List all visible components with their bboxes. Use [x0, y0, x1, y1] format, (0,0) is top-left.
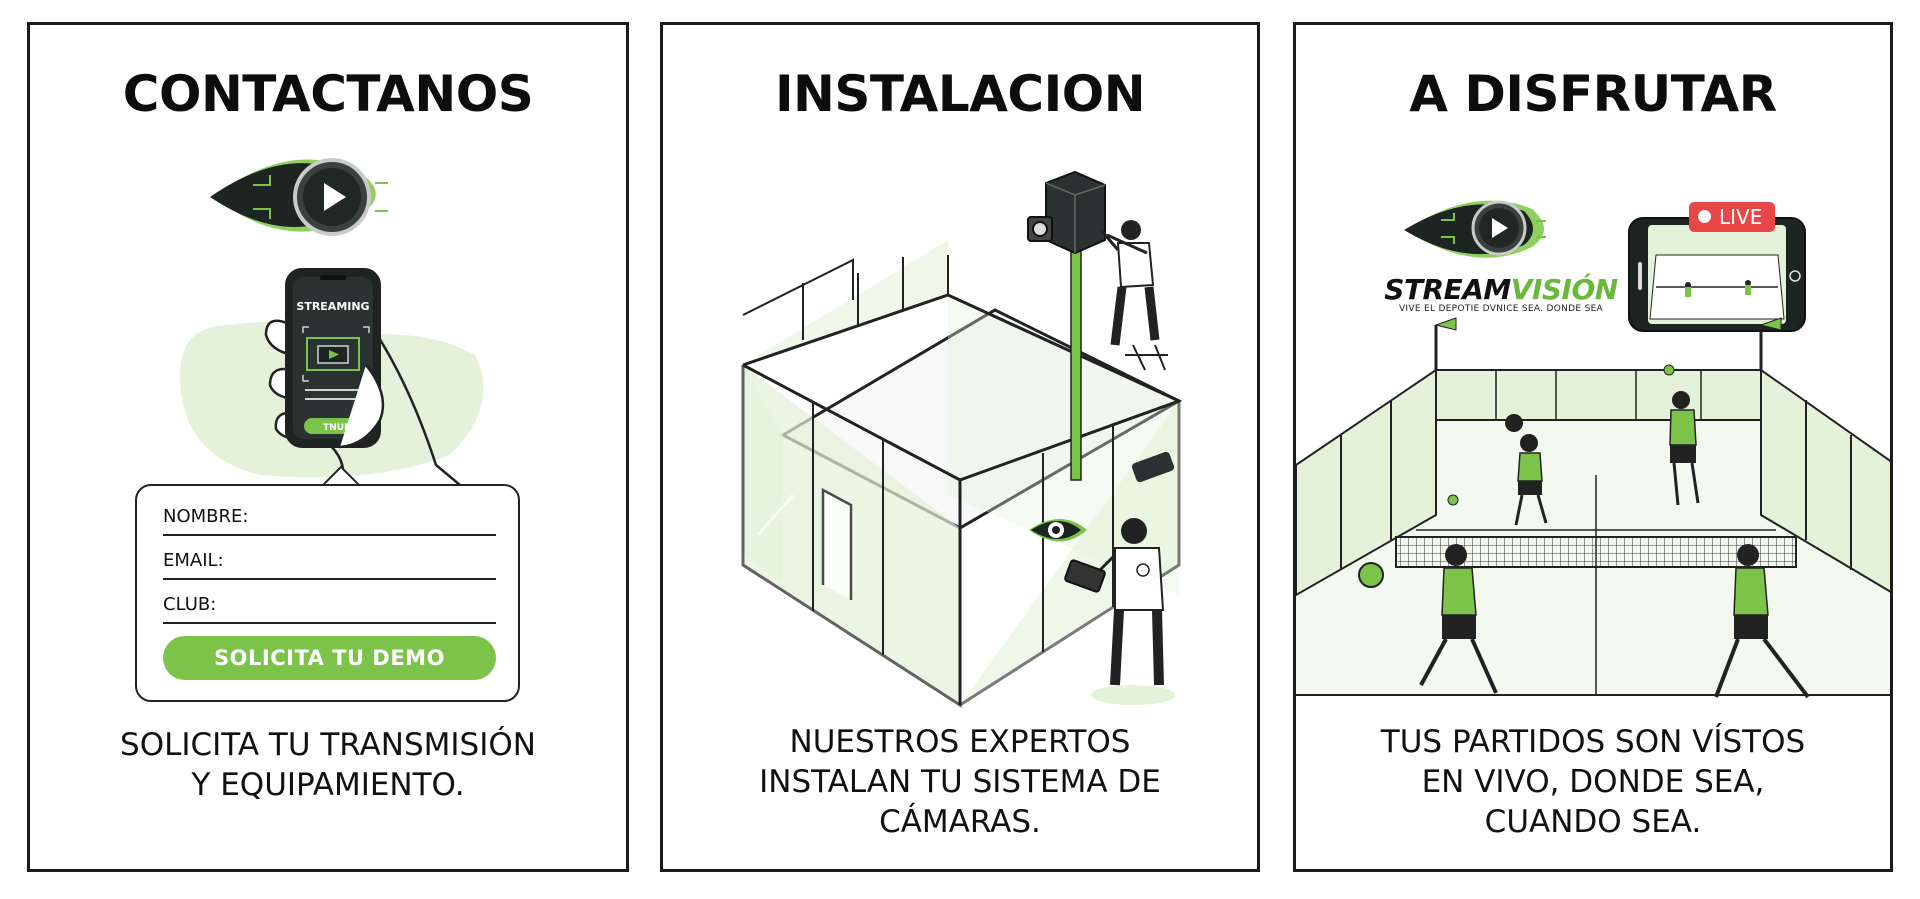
panel-title-contact: CONTACTANOS: [122, 65, 534, 123]
technician-tablet-icon: [1064, 518, 1175, 705]
caption-line: INSTALAN TU SISTEMA DE: [759, 764, 1161, 800]
caption-line: CÁMARAS.: [879, 804, 1041, 840]
eye-play-logo-icon: [210, 158, 388, 236]
contact-illustration: STREAMING TNUB: [180, 158, 484, 491]
panel-caption-contact: SOLICITA TU TRANSMISIÓN Y EQUIPAMIENTO.: [30, 725, 626, 805]
eye-play-logo-icon: [1404, 200, 1546, 258]
email-field[interactable]: [253, 546, 492, 572]
nombre-label: NOMBRE:: [163, 506, 249, 527]
brand-name: STREAMVISIÓN: [1376, 273, 1626, 306]
live-dot-icon: [1698, 210, 1711, 223]
brand-name-part1: STREAM: [1384, 273, 1511, 306]
panel-title-installation: INSTALACION: [774, 65, 1146, 123]
padel-court-icon: [741, 240, 1183, 708]
live-badge: LIVE: [1689, 202, 1775, 232]
tablet-icon: [1064, 559, 1106, 593]
installation-illustration: [741, 170, 1183, 708]
live-label: LIVE: [1719, 205, 1763, 229]
panel-title-enjoy: A DISFRUTAR: [1409, 65, 1777, 123]
padel-players-icon: [1296, 317, 1890, 699]
panel-installation: INSTALACION: [660, 22, 1260, 872]
caption-line: Y EQUIPAMIENTO.: [191, 767, 465, 803]
panel-contact: CONTACTANOS: [27, 22, 629, 872]
live-stream-phone-icon: [1628, 217, 1806, 332]
eye-play-logo-icon: [1029, 519, 1087, 542]
club-label: CLUB:: [163, 594, 217, 615]
email-label: EMAIL:: [163, 550, 224, 571]
phone-screen-label: STREAMING: [296, 300, 369, 313]
caption-line: EN VIVO, DONDE SEA,: [1421, 764, 1765, 800]
panel-caption-enjoy: TUS PARTIDOS SON VÍSTOS EN VIVO, DONDE S…: [1296, 722, 1890, 842]
brand-tagline: VIVE EL DEPOTIE DVNICE SEA. DONDE SEA: [1398, 304, 1604, 314]
panel-caption-installation: NUESTROS EXPERTOS INSTALAN TU SISTEMA DE…: [663, 722, 1257, 842]
stream-vision-brand: STREAMVISIÓN VIVE EL DEPOTIE DVNICE SEA.…: [1376, 273, 1626, 314]
brand-name-part2: VISIÓN: [1510, 273, 1618, 306]
caption-line: SOLICITA TU TRANSMISIÓN: [120, 727, 536, 763]
form-row-nombre: NOMBRE:: [163, 496, 496, 536]
demo-request-form: NOMBRE: EMAIL: CLUB: SOLICITA TU DEMO: [135, 484, 520, 702]
panel-enjoy: A DISFRUTAR: [1293, 22, 1893, 872]
phone-badge: TNUB: [323, 423, 351, 433]
security-camera-icon: [1027, 170, 1106, 255]
caption-line: NUESTROS EXPERTOS: [789, 724, 1131, 760]
request-demo-button[interactable]: SOLICITA TU DEMO: [163, 636, 496, 680]
form-row-email: EMAIL:: [163, 540, 496, 580]
technician-icon: [1099, 220, 1168, 371]
club-field[interactable]: [253, 590, 492, 616]
form-row-club: CLUB:: [163, 584, 496, 624]
caption-line: CUANDO SEA.: [1484, 804, 1702, 840]
caption-line: TUS PARTIDOS SON VÍSTOS: [1380, 724, 1806, 760]
enjoy-illustration: [1296, 200, 1890, 699]
nombre-field[interactable]: [253, 502, 492, 528]
